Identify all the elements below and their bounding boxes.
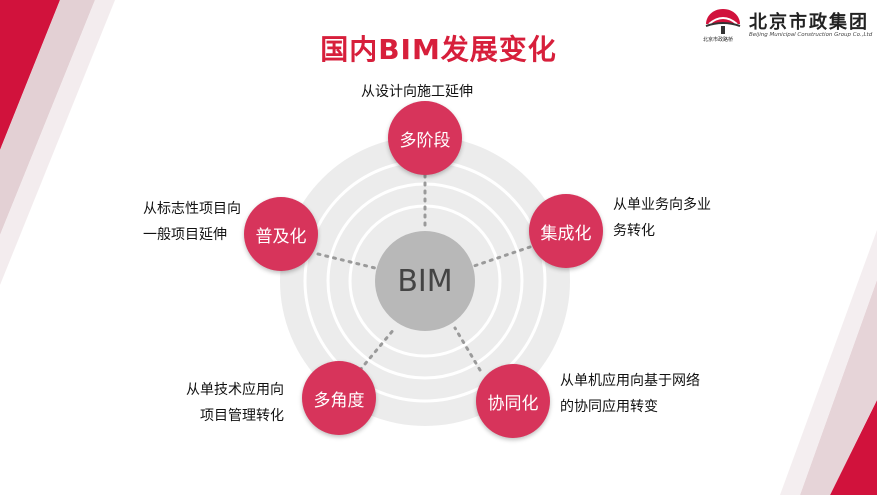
logo-emblem-icon — [705, 9, 741, 34]
desc-line: 从单业务向多业 — [613, 197, 711, 213]
node-popularization: 普及化 — [244, 197, 318, 271]
logo-name-en: Beijing Municipal Construction Group Co.… — [749, 32, 873, 38]
desc-integration: 从单业务向多业 务转化 — [613, 192, 711, 244]
desc-line: 项目管理转化 — [200, 408, 284, 424]
connector-left — [316, 252, 377, 270]
node-integration: 集成化 — [529, 194, 603, 268]
node-multi-stage: 多阶段 — [388, 101, 462, 175]
desc-line: 从设计向施工延伸 — [361, 84, 473, 100]
node-collaboration: 协同化 — [476, 364, 550, 438]
logo-name-cn: 北京市政集团 — [749, 12, 869, 33]
desc-line: 从单技术应用向 — [186, 382, 284, 398]
dotted-connectors — [316, 173, 532, 372]
desc-line: 务转化 — [613, 223, 655, 239]
desc-line: 从标志性项目向 — [143, 201, 241, 217]
bim-center-circle: BIM — [375, 231, 475, 331]
company-logo: 北京市政集团 Beijing Municipal Construction Gr… — [703, 6, 873, 43]
connector-bottom-left — [358, 326, 397, 372]
page-title: 国内BIM发展变化 — [320, 33, 557, 66]
desc-popularization: 从标志性项目向 一般项目延伸 — [143, 196, 241, 248]
logo-subtitle-cn: 北京市政路桥 — [703, 37, 734, 43]
node-multi-angle: 多角度 — [302, 361, 376, 435]
desc-line: 从单机应用向基于网络 — [560, 373, 700, 389]
bottom-right-light-stripe — [780, 230, 877, 495]
desc-line: 的协同应用转变 — [560, 399, 658, 415]
connector-right — [472, 245, 532, 268]
top-left-light-stripe — [0, 0, 115, 285]
desc-multi-angle: 从单技术应用向 项目管理转化 — [181, 377, 284, 429]
connector-bottom-right — [453, 326, 482, 372]
desc-multi-stage: 从设计向施工延伸 — [361, 79, 473, 105]
desc-collaboration: 从单机应用向基于网络 的协同应用转变 — [560, 368, 700, 420]
desc-line: 一般项目延伸 — [143, 227, 227, 243]
